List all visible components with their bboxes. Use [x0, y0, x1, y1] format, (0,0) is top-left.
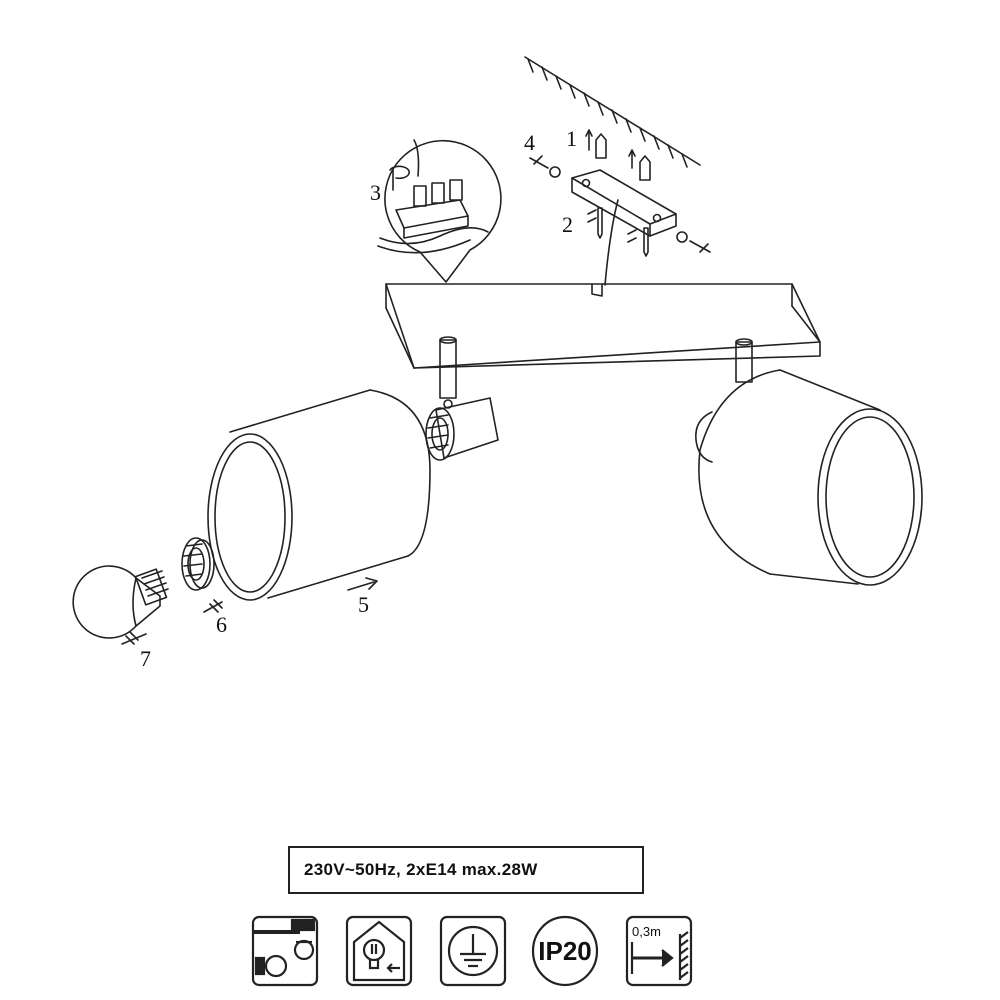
step-number-1: 1	[566, 126, 577, 151]
spec-label-box: 230V~50Hz, 2xE14 max.28W	[288, 846, 644, 894]
earth-ground-icon	[438, 914, 508, 988]
step-number-7: 7	[140, 646, 151, 671]
spec-text: 230V~50Hz, 2xE14 max.28W	[304, 860, 538, 879]
min-distance-icon: 0,3m	[624, 914, 694, 988]
mounting-bracket	[571, 169, 677, 286]
ip-rating-text: IP20	[538, 936, 592, 966]
step-number-5: 5	[358, 592, 369, 617]
bracket-nuts	[529, 155, 711, 253]
fixing-screws	[587, 207, 649, 257]
step-number-6: 6	[216, 612, 227, 637]
terminal-block-detail	[377, 139, 502, 283]
min-distance-text: 0,3m	[632, 924, 661, 939]
canopy-plate	[385, 283, 821, 369]
right-spot	[695, 338, 923, 586]
ceiling-hatch	[524, 56, 701, 168]
step-number-4: 4	[524, 130, 535, 155]
spot-direction-icon	[250, 914, 320, 988]
indoor-use-icon	[344, 914, 414, 988]
wall-plugs	[585, 129, 651, 181]
step-number-2: 2	[562, 212, 573, 237]
threaded-ring	[181, 537, 223, 613]
bulb	[72, 565, 169, 645]
step-number-3: 3	[370, 180, 381, 205]
left-spot-arm	[425, 336, 499, 461]
left-shade	[207, 389, 431, 601]
ip-rating-icon: IP20	[530, 914, 600, 988]
